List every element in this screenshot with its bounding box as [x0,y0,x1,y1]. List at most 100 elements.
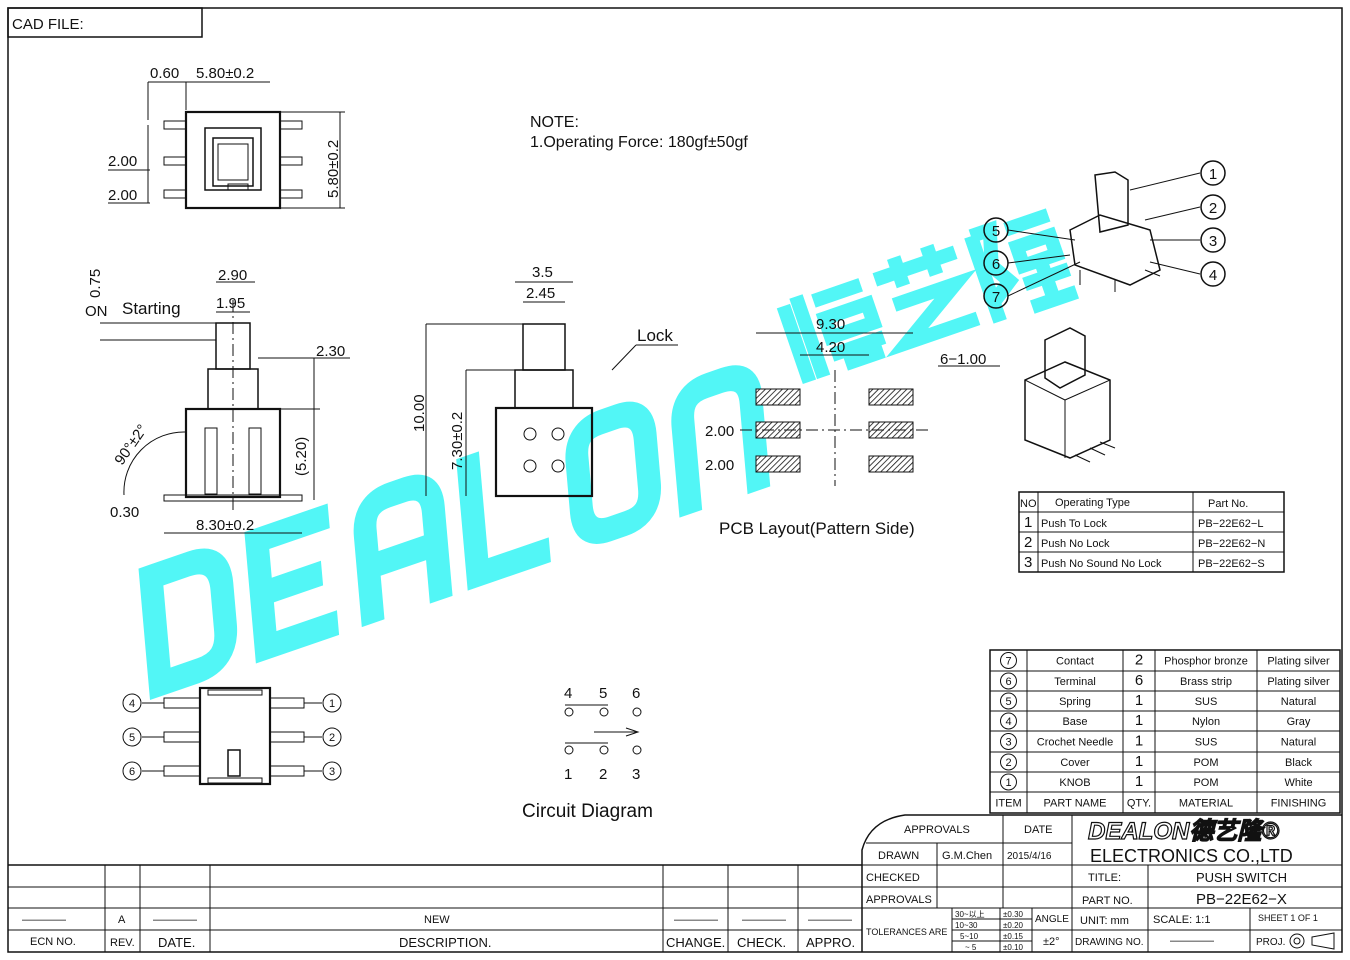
dim-side-width: 8.30±0.2 [196,517,254,534]
rev-appro-value: ———— [808,914,852,926]
drawing-frame [7,7,1343,953]
parts-table-cell: SUS [1195,737,1218,749]
dealon-logo: DEALON德艺隆® [1088,818,1279,845]
parts-table-header: QTY. [1127,798,1151,810]
parts-table-cell: Base [1062,716,1087,728]
dim-front-2-45: 2.45 [526,285,555,302]
parts-table-cell: 2 [1005,757,1011,769]
parts-table-cell: 2 [1135,652,1143,669]
tb-drawn-label: DRAWN [878,850,919,862]
parts-table-cell: 5 [1005,696,1011,708]
parts-table-cell: Black [1285,757,1312,769]
dim-side-0-30: 0.30 [110,504,139,521]
parts-table-cell: 1 [1005,777,1011,789]
parts-table-cell: SUS [1195,696,1218,708]
circuit-pin-4: 4 [564,685,572,702]
dim-top-width: 5.80±0.2 [196,65,254,82]
revision-table: ———— A ———— NEW ———— ———— ———— ECN NO. R… [8,864,862,952]
rev-header-check: CHECK. [737,935,786,950]
tb-company: ELECTRONICS CO.,LTD [1090,846,1293,866]
note-title: NOTE: [530,114,579,131]
parts-table-cell: 1 [1135,753,1143,770]
dim-side-0-75: 0.75 [87,269,104,298]
op-row-type: Push No Sound No Lock [1041,558,1162,570]
dim-front-7-30: 7.30±0.2 [449,412,466,470]
parts-table-cell: Plating silver [1267,656,1330,668]
pin-label-6: 6 [129,766,135,778]
parts-table-cell: Gray [1287,716,1311,728]
parts-table-cell: Terminal [1054,676,1096,688]
pin-label-2: 2 [329,732,335,744]
rev-header-rev: REV. [110,937,135,949]
rev-description-value: NEW [424,914,450,926]
label-lock: Lock [637,326,673,345]
rev-ecn-value: ———— [22,914,66,926]
tb-part-no: PB−22E62−X [1196,891,1287,908]
dim-top-pitch-2: 2.00 [108,187,137,204]
tb-unit: UNIT: mm [1080,915,1129,927]
parts-table-cell: Spring [1059,696,1091,708]
title-block: APPROVALS DATE DRAWN G.M.Chen 2015/4/16 … [861,814,1342,952]
rev-change-value: ———— [674,914,718,926]
dealon-watermark [138,365,771,700]
parts-table-cell: 1 [1135,773,1143,790]
dim-top-0-60: 0.60 [150,65,179,82]
dim-pcb-9-30: 9.30 [816,316,845,333]
circuit-caption: Circuit Diagram [522,801,653,822]
rev-header-description: DESCRIPTION. [399,935,491,950]
parts-table-cell: Nylon [1192,716,1220,728]
pcb-layout: 9.30 4.20 6−1.00 2.00 2.00 PCB Layout(Pa… [705,316,1000,538]
bottom-pin-view: 4 5 6 1 2 3 [122,686,342,786]
dim-side-angle: 90°±2° [111,421,151,468]
parts-table-cell: Cover [1060,757,1090,769]
circuit-pin-1: 1 [564,766,572,783]
dim-pcb-4-20: 4.20 [816,339,845,356]
rev-header-change: CHANGE. [666,935,725,950]
cad-file-box [7,7,203,38]
label-starting: Starting [122,299,181,318]
tb-date-header: DATE [1024,824,1053,836]
callout-7: 7 [992,289,1000,306]
rev-date-value: ———— [153,914,197,926]
pin-label-3: 3 [329,766,335,778]
pin-label-5: 5 [129,732,135,744]
tb-angle-tol: ±2° [1043,936,1060,948]
tb-part-label: PART NO. [1082,895,1133,907]
parts-table-header: FINISHING [1271,798,1327,810]
circuit-pin-6: 6 [632,685,640,702]
projection-symbol-icon [1289,932,1335,950]
rev-value: A [118,914,126,926]
parts-table-cell: 6 [1135,672,1143,689]
tb-checked-label: CHECKED [866,872,920,884]
tb-title-label: TITLE: [1088,872,1121,884]
tb-title: PUSH SWITCH [1196,870,1287,885]
tb-tol-value: ±0.30 [1003,910,1024,919]
pcb-caption: PCB Layout(Pattern Side) [719,519,915,538]
tb-approvals-header: APPROVALS [904,824,970,836]
parts-table-cell: 6 [1005,676,1011,688]
parts-table-cell: Contact [1056,656,1094,668]
dim-side-2-30: 2.30 [316,343,345,360]
parts-table-cell: Natural [1281,696,1316,708]
dim-pcb-pitch-2: 2.00 [705,457,734,474]
tb-tol-range: 5~10 [960,932,979,941]
circuit-pin-3: 3 [632,766,640,783]
op-row-type: Push To Lock [1041,518,1107,530]
exploded-3d-view: 1 2 3 4 5 6 7 [983,160,1226,309]
parts-table-cell: KNOB [1059,777,1090,789]
dim-side-5-20: (5.20) [293,437,310,476]
item-number-circle [1000,753,1017,771]
note-line: 1.Operating Force: 180gf±50gf [530,134,748,151]
item-number-circle [1000,672,1017,690]
parts-table-cell: Phosphor bronze [1164,656,1248,668]
dim-pcb-pitch-1: 2.00 [705,423,734,440]
parts-table-cell: 1 [1135,712,1143,729]
dealon-watermark-cn [776,208,1080,385]
tb-approvals-label: APPROVALS [866,894,932,906]
parts-table-header: ITEM [995,798,1021,810]
dim-side-2-90: 2.90 [218,267,247,284]
tb-drawing-no-value: ———— [1170,935,1214,947]
rev-header-date: DATE. [158,935,195,950]
